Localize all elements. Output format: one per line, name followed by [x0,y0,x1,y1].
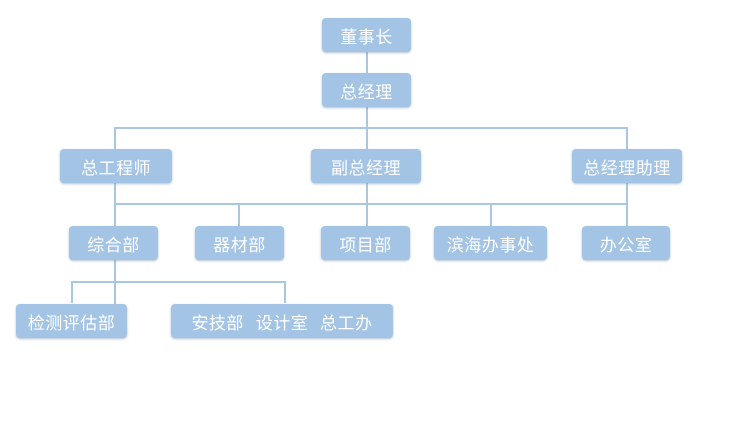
connector-line [114,127,116,149]
general-manager-node[interactable]: 总经理 [322,73,411,107]
connector-line [626,127,628,149]
gm-assistant-node[interactable]: 总经理助理 [572,149,682,183]
combined-depts-node[interactable]: 安技部 设计室 总工办 [171,304,393,338]
connector-line [490,203,492,226]
connector-line [71,281,73,303]
connector-line [366,51,368,73]
connector-line [71,281,286,283]
connector-line [114,203,628,205]
inspection-dept-node[interactable]: 检测评估部 [16,304,127,338]
chairman-node[interactable]: 董事长 [322,18,411,52]
equipment-dept-node[interactable]: 器材部 [195,226,284,260]
connector-line [366,127,368,149]
connector-line [284,281,286,303]
general-dept-node[interactable]: 综合部 [69,226,158,260]
connector-line [238,203,240,226]
project-dept-node[interactable]: 项目部 [321,226,410,260]
connector-line [366,106,368,128]
binhai-office-node[interactable]: 滨海办事处 [434,226,547,260]
office-node[interactable]: 办公室 [582,226,670,260]
connector-line [114,127,628,129]
chief-engineer-node[interactable]: 总工程师 [60,149,172,183]
deputy-general-manager-node[interactable]: 副总经理 [311,149,421,183]
